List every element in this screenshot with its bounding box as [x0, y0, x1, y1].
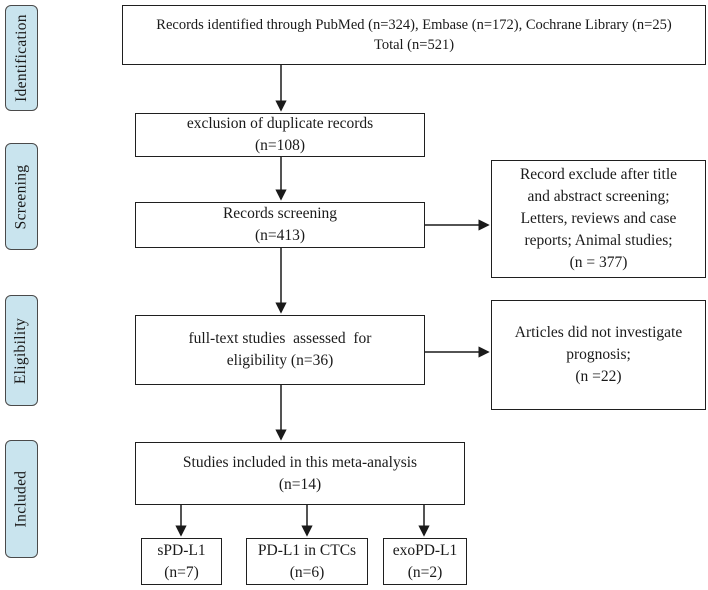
stage-label-text: Included: [12, 470, 30, 528]
box-text-line: Studies included in this meta-analysis: [182, 453, 418, 471]
box-text-line: exoPD-L1: [392, 541, 458, 559]
box-text-line: eligibility (n=36): [226, 352, 334, 369]
box-no-prognosis-excluded: Articles did not investigate prognosis; …: [491, 300, 706, 410]
box-text-line: (n=7): [164, 563, 199, 581]
stage-label-text: Eligibility: [12, 317, 30, 384]
stage-label-screening: Screening: [5, 143, 38, 250]
box-text-line: Letters, reviews and case: [520, 210, 677, 227]
box-text-line: exclusion of duplicate records: [186, 115, 374, 133]
box-text-line: (n =22): [575, 368, 622, 385]
box-fulltext-assessed: full-text studies assessed for eligibili…: [135, 315, 425, 385]
box-text-line: reports; Animal studies;: [524, 232, 673, 249]
box-text-line: Records identified through PubMed (n=324…: [156, 16, 672, 33]
box-text-line: Articles did not investigate: [514, 324, 683, 341]
box-records-screening: Records screening (n=413): [135, 202, 425, 248]
box-included-studies: Studies included in this meta-analysis (…: [135, 442, 465, 505]
stage-label-eligibility: Eligibility: [5, 295, 38, 406]
box-pdl1-in-ctcs: PD-L1 in CTCs (n=6): [246, 538, 368, 585]
box-duplicates-excluded: exclusion of duplicate records (n=108): [135, 113, 425, 157]
stage-label-identification: Identification: [5, 5, 38, 111]
box-text-line: Total (n=521): [373, 37, 455, 53]
box-exopdl1: exoPD-L1 (n=2): [383, 538, 467, 585]
box-text-line: (n = 377): [569, 254, 628, 271]
box-text-line: (n=14): [278, 475, 322, 493]
box-text-line: and abstract screening;: [527, 188, 670, 205]
box-spdl1: sPD-L1 (n=7): [141, 538, 222, 585]
box-text-line: prognosis;: [566, 346, 631, 363]
box-records-identified: Records identified through PubMed (n=324…: [122, 5, 706, 65]
box-title-abstract-excluded: Record exclude after title and abstract …: [491, 160, 706, 278]
box-text-line: Records screening: [222, 205, 338, 223]
stage-label-text: Identification: [12, 14, 30, 102]
box-text-line: sPD-L1: [157, 541, 206, 559]
box-text-line: PD-L1 in CTCs: [257, 541, 357, 559]
stage-label-text: Screening: [12, 164, 30, 229]
box-text-line: (n=6): [289, 563, 325, 581]
box-text-line: (n=2): [407, 563, 443, 581]
stage-label-included: Included: [5, 440, 38, 558]
box-text-line: full-text studies assessed for: [188, 330, 372, 348]
box-text-line: (n=108): [254, 137, 306, 154]
box-text-line: Record exclude after title: [519, 166, 678, 183]
box-text-line: (n=413): [254, 227, 306, 244]
